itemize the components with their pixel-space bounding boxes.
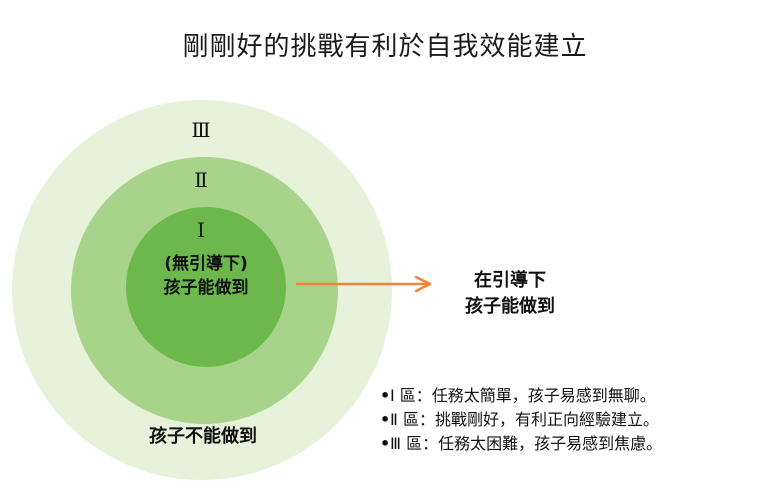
legend-bullet: • bbox=[380, 434, 391, 453]
legend-item: •Ⅱ 區：挑戰剛好，有利正向經驗建立。 bbox=[380, 408, 770, 432]
legend-bullet: • bbox=[380, 410, 391, 429]
diagram-title: 剛剛好的挑戰有利於自我效能建立 bbox=[182, 32, 588, 62]
arrow-head bbox=[414, 275, 432, 293]
legend-item: •Ⅲ 區：任務太困難，孩子易感到焦慮。 bbox=[380, 432, 770, 456]
legend-text: Ⅰ 區：任務太簡單，孩子易感到無聊。 bbox=[390, 386, 656, 405]
zone-inner-label: (無引導下) 孩子能做到 bbox=[126, 252, 286, 300]
legend-text: Ⅲ 區：任務太困難，孩子易感到焦慮。 bbox=[390, 434, 663, 453]
arrow-target-line2: 孩子能做到 bbox=[465, 296, 555, 317]
zone-outer-label: 孩子不能做到 bbox=[149, 426, 257, 447]
arrow-target-line1: 在引導下 bbox=[474, 270, 546, 291]
zone-middle-numeral: Ⅱ bbox=[194, 168, 208, 192]
arrow-target-label: 在引導下 孩子能做到 bbox=[440, 268, 580, 320]
legend: •Ⅰ 區：任務太簡單，孩子易感到無聊。 •Ⅱ 區：挑戰剛好，有利正向經驗建立。 … bbox=[380, 384, 770, 456]
zone-inner-label-line2: 孩子能做到 bbox=[163, 278, 249, 298]
zone-outer-numeral: Ⅲ bbox=[191, 118, 211, 142]
legend-text: Ⅱ 區：挑戰剛好，有利正向經驗建立。 bbox=[390, 410, 659, 429]
zone-inner-label-line1: (無引導下) bbox=[164, 254, 248, 274]
zone-inner-circle bbox=[126, 207, 286, 367]
legend-item: •Ⅰ 區：任務太簡單，孩子易感到無聊。 bbox=[380, 384, 770, 408]
zone-inner-numeral: Ⅰ bbox=[197, 218, 205, 242]
legend-bullet: • bbox=[380, 386, 391, 405]
